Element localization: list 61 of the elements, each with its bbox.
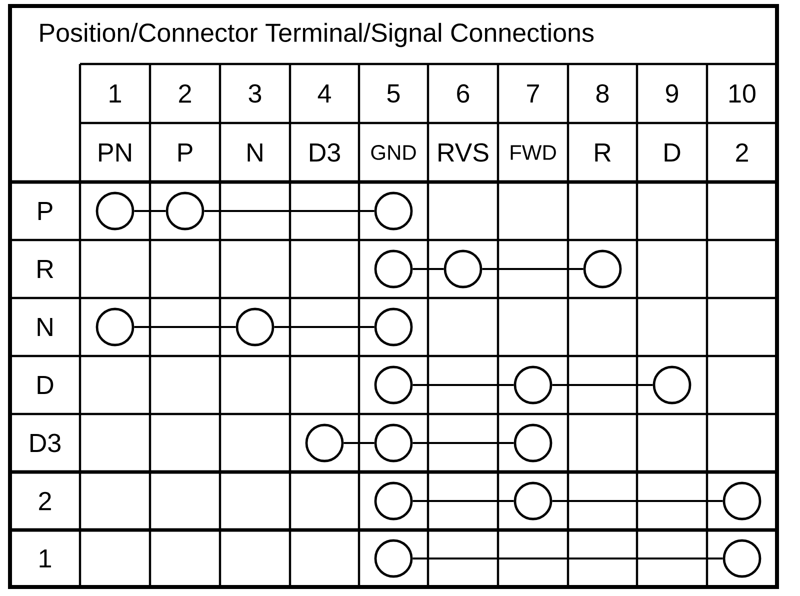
position-label: D [38,376,54,394]
terminal-circle [96,192,134,230]
terminal-circle [236,308,274,346]
signal-name: FWD [510,145,556,160]
signal-name: D3 [310,143,340,162]
terminal-circle [514,424,552,462]
signal-name: GND [371,145,416,160]
terminal-circle [374,424,413,462]
terminal-circle [374,250,413,288]
pin-number: 1 [110,84,121,102]
signal-name: D [664,144,680,162]
terminal-circle [514,482,552,520]
terminal-circle [514,366,552,404]
connection-line [412,268,444,270]
position-label: P [38,202,52,220]
connection-line [344,442,374,444]
terminal-circle [305,424,344,462]
signal-name: 2 [736,143,748,162]
connection-line [412,442,514,444]
pin-number: 5 [387,84,400,103]
connection-line [274,326,374,328]
terminal-circle [166,192,204,230]
table-title: Position/Connector Terminal/Signal Connections [40,22,594,48]
connection-line [412,500,514,502]
terminal-circle [722,539,762,578]
connection-line [204,210,374,212]
pin-number: 7 [527,84,539,102]
connection-line [552,384,653,386]
terminal-circle [722,482,762,520]
terminal-circle [652,366,692,404]
pin-number: 9 [666,84,678,103]
terminal-circle [444,250,482,288]
pin-number: 8 [596,84,609,103]
pin-number: 4 [318,84,331,102]
connection-line [134,326,236,328]
connection-line [412,558,723,560]
terminal-circle [374,308,413,346]
terminal-circle [583,250,622,288]
signal-name: R [595,144,611,162]
pin-number: 10 [730,84,756,103]
terminal-circle [374,482,413,520]
position-label: R [38,260,54,278]
connection-line [134,210,166,212]
pin-number: 3 [248,84,262,103]
signal-name: RVS [438,143,488,162]
position-label: D3 [30,434,60,452]
position-label: 2 [39,492,51,510]
terminal-circle [374,539,413,578]
connection-line [482,268,584,270]
pin-number: 2 [179,84,191,103]
connection-line [552,500,723,502]
position-label: N [38,318,52,336]
terminal-circle [374,366,413,404]
terminal-circle [96,308,134,346]
terminal-circle [374,192,413,230]
signal-name: P [178,144,192,162]
signal-name: PN [99,144,131,162]
signal-name: N [248,144,262,162]
pin-number: 6 [457,84,470,103]
connection-line [412,384,514,386]
position-label: 1 [40,550,51,568]
